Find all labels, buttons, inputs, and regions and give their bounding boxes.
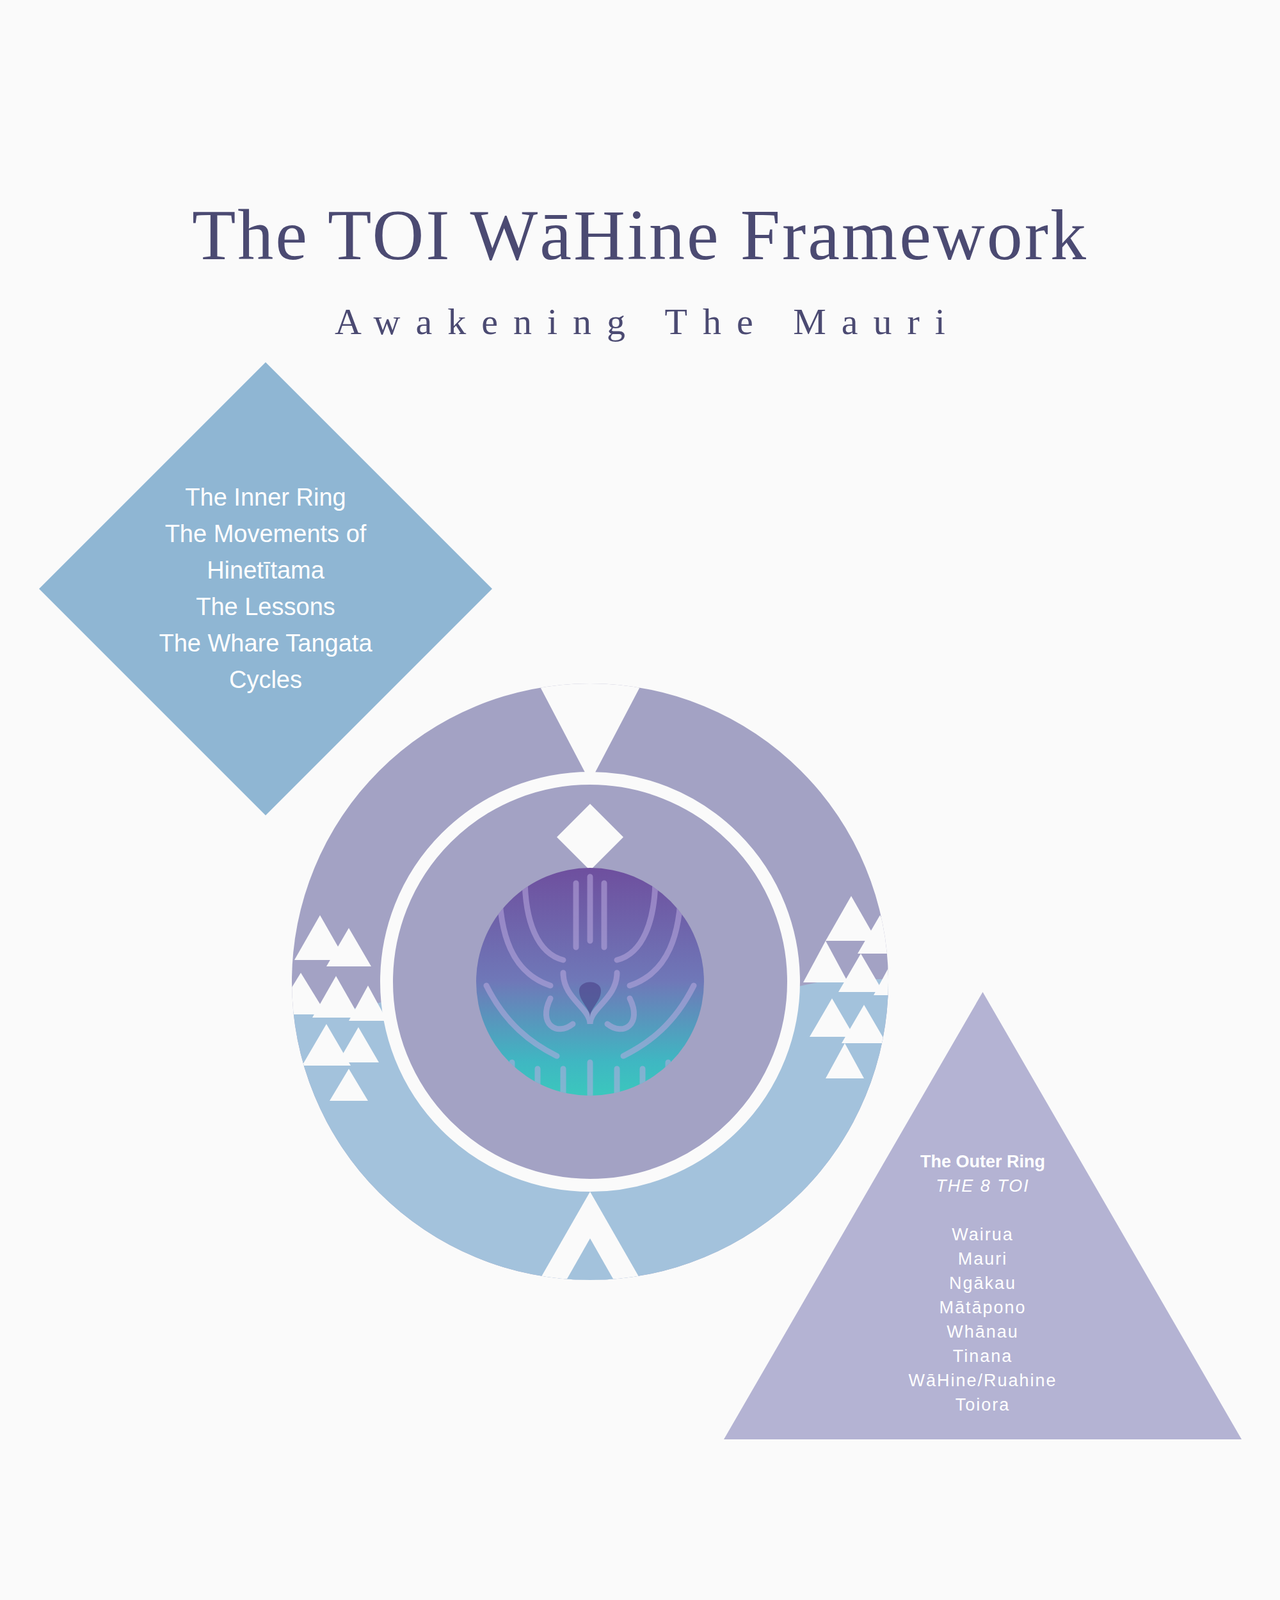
inner-ring-diamond-outline <box>39 362 493 816</box>
inner-ring-item: The Movements of Hinetītama <box>134 515 397 589</box>
text-stack: The Outer RingTHE 8 TOI WairuaMauriNgākau… <box>823 1149 1144 1417</box>
inner-ring-diamond: The Inner RingThe Movements of Hinetītam… <box>39 362 493 816</box>
toi-item: Ngākau <box>823 1271 1144 1296</box>
inner-ring-diamond-fill <box>39 362 493 816</box>
text-stack: The Inner RingThe Movements of Hinetītam… <box>134 479 397 699</box>
inner-ring-item: The Lessons <box>134 588 397 626</box>
toi-item: Mātāpono <box>823 1295 1144 1320</box>
inner-ring <box>386 778 794 1186</box>
outer-ring-triangle: The Outer RingTHE 8 TOI WairuaMauriNgākau… <box>723 992 1242 1440</box>
toi-item: Wairua <box>823 1222 1144 1247</box>
outer-ring-heading: The Outer Ring <box>823 1149 1144 1174</box>
subtitle: Awakening The Mauri <box>0 299 1280 345</box>
outer-ring-triangle-fill <box>723 992 1242 1440</box>
toi-item: Toiora <box>823 1392 1144 1417</box>
toi-item: WāHine/Ruahine <box>823 1368 1144 1393</box>
ring-diamond <box>556 803 624 871</box>
outer-ring <box>275 678 912 1287</box>
inner-ring-item: The Whare Tangata Cycles <box>134 625 397 699</box>
core-carving <box>476 867 704 1101</box>
inner-ring-item: The Inner Ring <box>134 479 397 516</box>
toi-item: Whānau <box>823 1319 1144 1344</box>
toi-item: Mauri <box>823 1246 1144 1272</box>
title: The TOI WāHine Framework <box>0 192 1280 278</box>
outer-ring-subheading: THE 8 TOI <box>823 1173 1144 1199</box>
toi-item: Tinana <box>823 1344 1144 1369</box>
